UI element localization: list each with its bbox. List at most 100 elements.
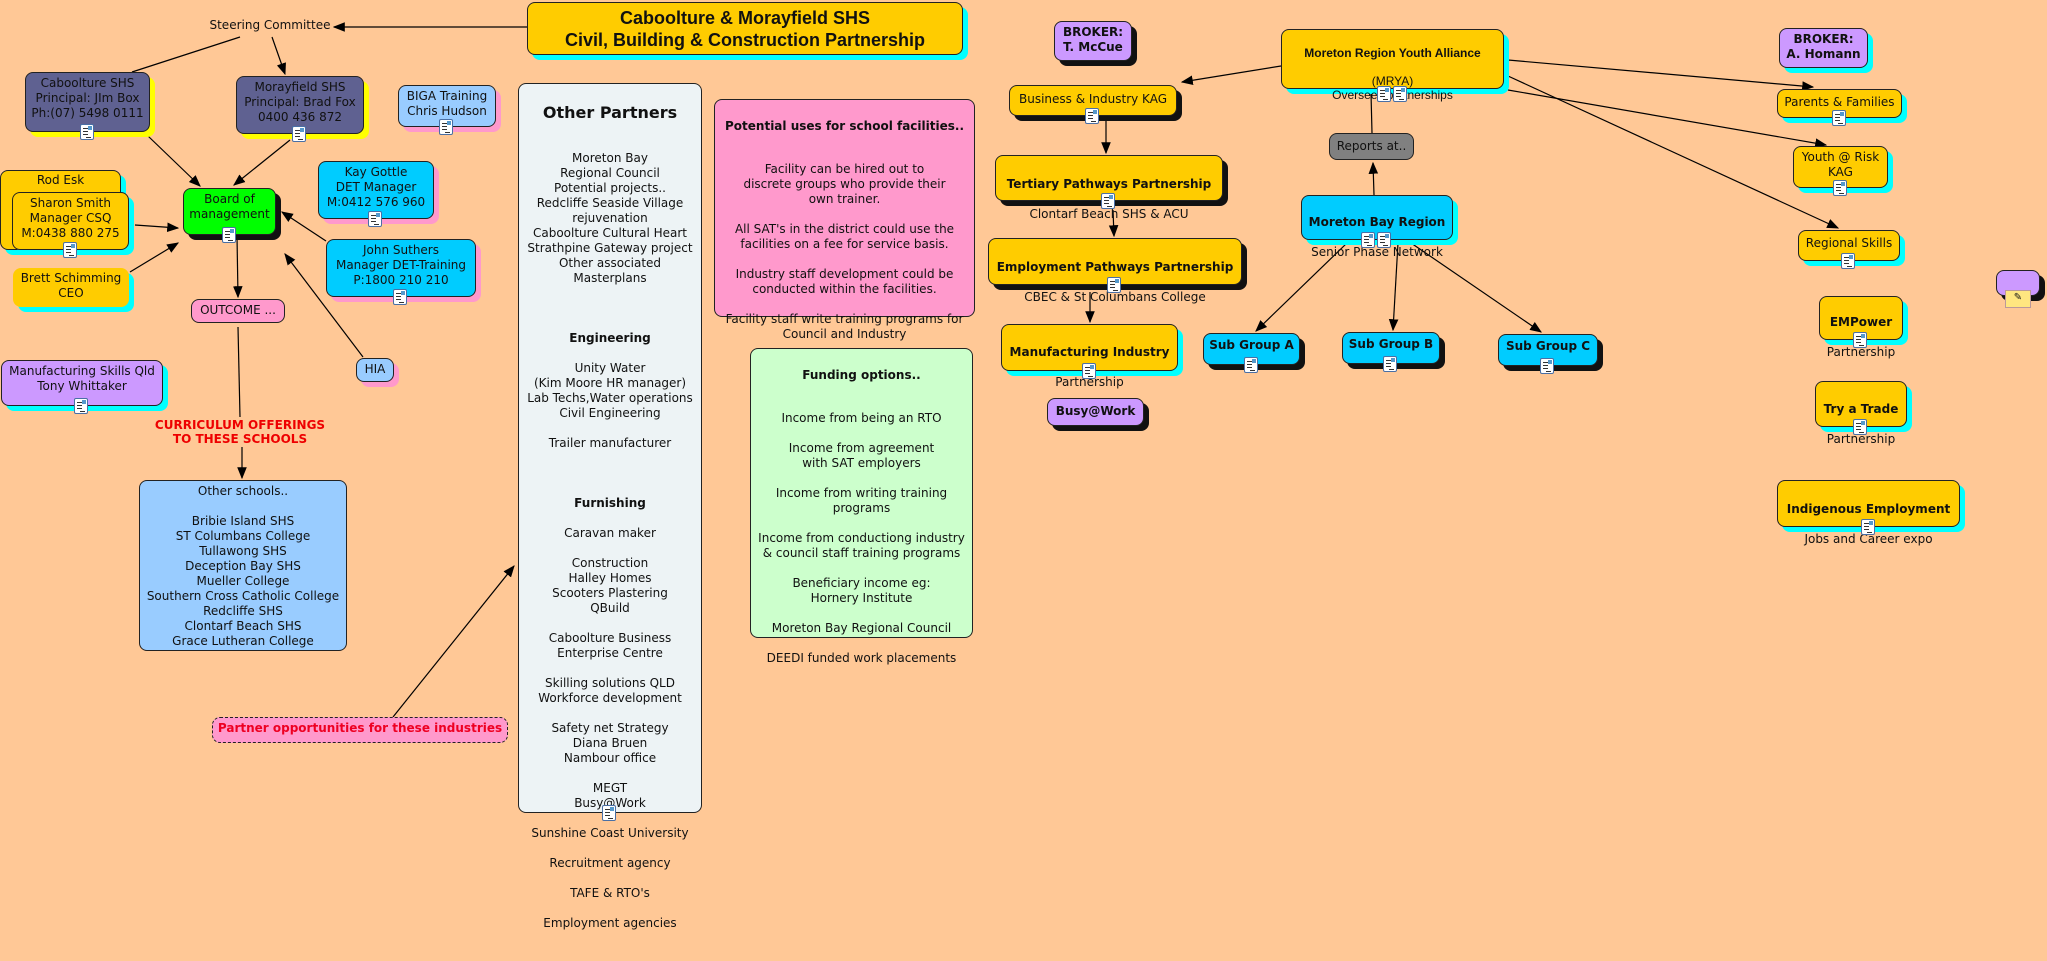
empower-node[interactable]: EMPower Partnership xyxy=(1819,296,1903,359)
reports-text: Reports at.. xyxy=(1336,139,1407,153)
potential-uses-heading: Potential uses for school facilities.. xyxy=(725,119,964,133)
edge-morayfield-board xyxy=(233,139,291,186)
other-partners-block1: Moreton Bay Regional Council Potential p… xyxy=(527,151,693,285)
biga-training-node[interactable]: BIGA Training Chris Hudson xyxy=(398,85,496,135)
trade-title: Try a Trade xyxy=(1823,402,1899,416)
document-icon[interactable] xyxy=(1853,332,1867,348)
document-icon[interactable] xyxy=(393,289,407,305)
funding-options-node[interactable]: Funding options.. Income from being an R… xyxy=(750,348,973,665)
edge-mbr-subb xyxy=(1388,242,1399,332)
manufacturing-industry-node[interactable]: Manufacturing Industry Partnership xyxy=(1001,324,1178,389)
parents-text: Parents & Families xyxy=(1784,95,1895,109)
edge-outcome-curriculum xyxy=(237,326,241,418)
outcome-text: OUTCOME ... xyxy=(200,303,276,317)
hia-node[interactable]: HIA xyxy=(356,358,394,382)
regional-skills-node[interactable]: Regional Skills xyxy=(1798,230,1900,269)
moreton-bay-region-node[interactable]: Moreton Bay Region Senior Phase Network xyxy=(1301,195,1453,259)
broker-mccue-node[interactable]: BROKER: T. McCue xyxy=(1054,21,1132,61)
try-a-trade-node[interactable]: Try a Trade Partnership xyxy=(1815,381,1907,446)
broker-homann-text: BROKER: A. Homann xyxy=(1786,32,1861,61)
indigenous-employment-node[interactable]: Indigenous Employment Jobs and Career ex… xyxy=(1777,480,1960,546)
employment-pathways-node[interactable]: Employment Pathways Partnership CBEC & S… xyxy=(988,238,1242,304)
document-icon[interactable] xyxy=(1853,419,1867,435)
manufacturing-title: Manufacturing Industry xyxy=(1009,345,1170,359)
broker-homann-node[interactable]: BROKER: A. Homann xyxy=(1779,28,1868,68)
board-of-management-node[interactable]: Board of management xyxy=(183,188,276,243)
document-icon[interactable] xyxy=(292,126,306,142)
document-icon[interactable] xyxy=(1081,363,1096,379)
document-icon[interactable] xyxy=(602,805,616,821)
concept-map-icon[interactable] xyxy=(1101,193,1115,209)
title-node[interactable]: Caboolture & Morayfield SHS Civil, Build… xyxy=(527,2,963,55)
other-schools-node[interactable]: Other schools.. Bribie Island SHS ST Col… xyxy=(139,480,347,651)
sub-group-c-node[interactable]: Sub Group C xyxy=(1498,334,1598,374)
potential-uses-node[interactable]: Potential uses for school facilities.. F… xyxy=(714,99,975,341)
partner-opportunities-node[interactable]: Partner opportunities for these industri… xyxy=(212,717,508,743)
document-icon[interactable] xyxy=(1860,519,1875,535)
edge-steering-caboolture xyxy=(131,36,241,73)
help-icon[interactable] xyxy=(1377,232,1391,248)
john-suthers-node[interactable]: John Suthers Manager DET-Training P:1800… xyxy=(326,239,476,305)
annotation-note-icon[interactable]: ✎ xyxy=(2005,290,2031,308)
document-icon[interactable] xyxy=(368,211,382,227)
furnishing-list: Caravan maker Construction Halley Homes … xyxy=(531,526,689,930)
edge-mrya-youth xyxy=(1507,89,1828,148)
document-icon[interactable] xyxy=(439,119,453,135)
morayfield-shs-text: Morayfield SHS Principal: Brad Fox 0400 … xyxy=(244,80,356,124)
document-icon[interactable] xyxy=(79,124,94,140)
mrya-node[interactable]: Moreton Region Youth Alliance (MRYA) Ove… xyxy=(1281,29,1504,102)
steering-committee-label[interactable]: Steering Committee xyxy=(209,18,331,32)
tertiary-pathways-node[interactable]: Tertiary Pathways Partnership Clontarf B… xyxy=(995,155,1223,221)
sharon-smith-node[interactable]: Sharon Smith Manager CSQ M:0438 880 275 xyxy=(12,192,129,258)
morayfield-shs-node[interactable]: Morayfield SHS Principal: Brad Fox 0400 … xyxy=(236,76,364,142)
document-icon[interactable] xyxy=(1376,86,1391,102)
edge-tertiary-employment xyxy=(1108,209,1119,238)
document-icon[interactable] xyxy=(1085,108,1099,124)
indigenous-sub: Jobs and Career expo xyxy=(1804,532,1933,546)
text-document-icon[interactable] xyxy=(1392,86,1407,102)
partner-opportunities-text: Partner opportunities for these industri… xyxy=(217,721,503,735)
document-icon[interactable] xyxy=(1841,253,1855,269)
msq-text: Manufacturing Skills Qld Tony Whittaker xyxy=(9,364,155,393)
connector-lines xyxy=(129,22,1840,718)
mbr-sub: Senior Phase Network xyxy=(1311,245,1443,259)
manufacturing-sub: Partnership xyxy=(1055,375,1124,389)
business-industry-kag-node[interactable]: Business & Industry KAG xyxy=(1009,85,1177,124)
biga-training-text: BIGA Training Chris Hudson xyxy=(406,89,488,118)
edge-john-board xyxy=(280,211,327,242)
outcome-node[interactable]: OUTCOME ... xyxy=(191,299,285,323)
other-partners-node[interactable]: Other Partners Moreton Bay Regional Coun… xyxy=(518,83,702,930)
edge-steering-morayfield xyxy=(271,36,286,76)
edge-mrya-parents xyxy=(1507,59,1815,91)
document-icon[interactable] xyxy=(1540,358,1554,374)
youth-at-risk-node[interactable]: Youth @ Risk KAG xyxy=(1793,146,1888,196)
concept-map-icon[interactable] xyxy=(1107,277,1121,293)
indigenous-title: Indigenous Employment xyxy=(1786,502,1951,516)
parents-families-node[interactable]: Parents & Families xyxy=(1777,89,1902,126)
document-icon[interactable] xyxy=(221,227,236,243)
edge-mbr-reports xyxy=(1368,161,1379,196)
caboolture-shs-node[interactable]: Caboolture SHS Principal: JIm Box Ph:(07… xyxy=(25,72,150,140)
edge-mbr-subc xyxy=(1410,242,1542,333)
brett-schimming-node[interactable]: Brett Schimming CEO xyxy=(13,268,129,307)
kay-gottle-node[interactable]: Kay Gottle DET Manager M:0412 576 960 xyxy=(318,161,434,227)
document-icon[interactable] xyxy=(1243,357,1258,373)
busy-at-work-node[interactable]: Busy@Work xyxy=(1047,398,1144,426)
document-icon[interactable] xyxy=(1383,356,1397,372)
sub-b-text: Sub Group B xyxy=(1348,337,1434,351)
document-icon[interactable] xyxy=(1832,180,1847,196)
manufacturing-skills-qld-node[interactable]: Manufacturing Skills Qld Tony Whittaker xyxy=(1,360,163,414)
document-icon[interactable] xyxy=(62,242,77,258)
mbr-title: Moreton Bay Region xyxy=(1308,215,1446,229)
sub-group-a-node[interactable]: Sub Group A xyxy=(1203,333,1300,373)
reports-at-node[interactable]: Reports at.. xyxy=(1329,133,1414,160)
edge-mbr-suba xyxy=(1255,242,1348,332)
note-icon-node[interactable]: ✎ xyxy=(1996,270,2040,308)
youth-text: Youth @ Risk KAG xyxy=(1801,150,1880,179)
document-icon[interactable] xyxy=(1831,110,1846,126)
document-icon[interactable] xyxy=(1361,232,1375,248)
document-icon[interactable] xyxy=(74,398,88,414)
title-line1: Caboolture & Morayfield SHS xyxy=(619,8,871,28)
sub-group-b-node[interactable]: Sub Group B xyxy=(1342,332,1440,372)
busy-text: Busy@Work xyxy=(1055,404,1136,418)
